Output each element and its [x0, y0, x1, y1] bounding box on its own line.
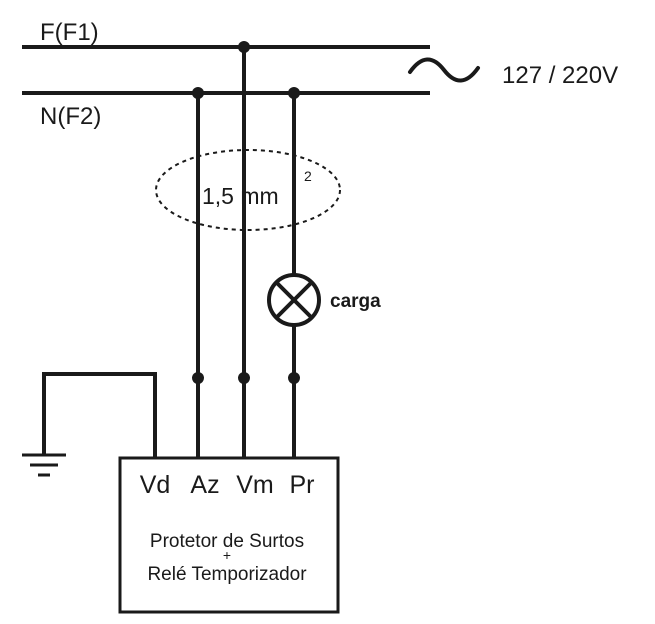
junction-dot [238, 372, 250, 384]
device-title-plus: + [223, 547, 231, 563]
load-label: carga [330, 291, 381, 312]
terminal-vd: Vd [140, 471, 171, 499]
terminal-vm: Vm [236, 471, 274, 499]
terminal-az: Az [190, 471, 219, 499]
lamp-icon [267, 273, 321, 327]
line-f1-label: F(F1) [40, 19, 99, 46]
junction-dot [288, 87, 300, 99]
cable-gauge-superscript: 2 [304, 168, 312, 184]
device-title-line2: Relé Temporizador [147, 564, 307, 585]
junction-dot [238, 41, 250, 53]
junction-dot [288, 372, 300, 384]
cable-gauge-ellipse [155, 149, 341, 231]
device-title-line1: Protetor de Surtos [150, 531, 304, 552]
device-box [118, 456, 340, 614]
ac-sine-symbol [408, 57, 480, 83]
voltage-label: 127 / 220V [502, 62, 618, 89]
terminal-pr: Pr [290, 471, 315, 499]
cable-gauge-text: 1,5 mm [202, 183, 279, 209]
ground-icon [22, 453, 66, 477]
junction-dot [192, 87, 204, 99]
cable-gauge-label: 1,5 mm [202, 183, 279, 209]
junction-dot [192, 372, 204, 384]
line-n-label: N(F2) [40, 103, 101, 130]
ground-wire [42, 372, 157, 458]
